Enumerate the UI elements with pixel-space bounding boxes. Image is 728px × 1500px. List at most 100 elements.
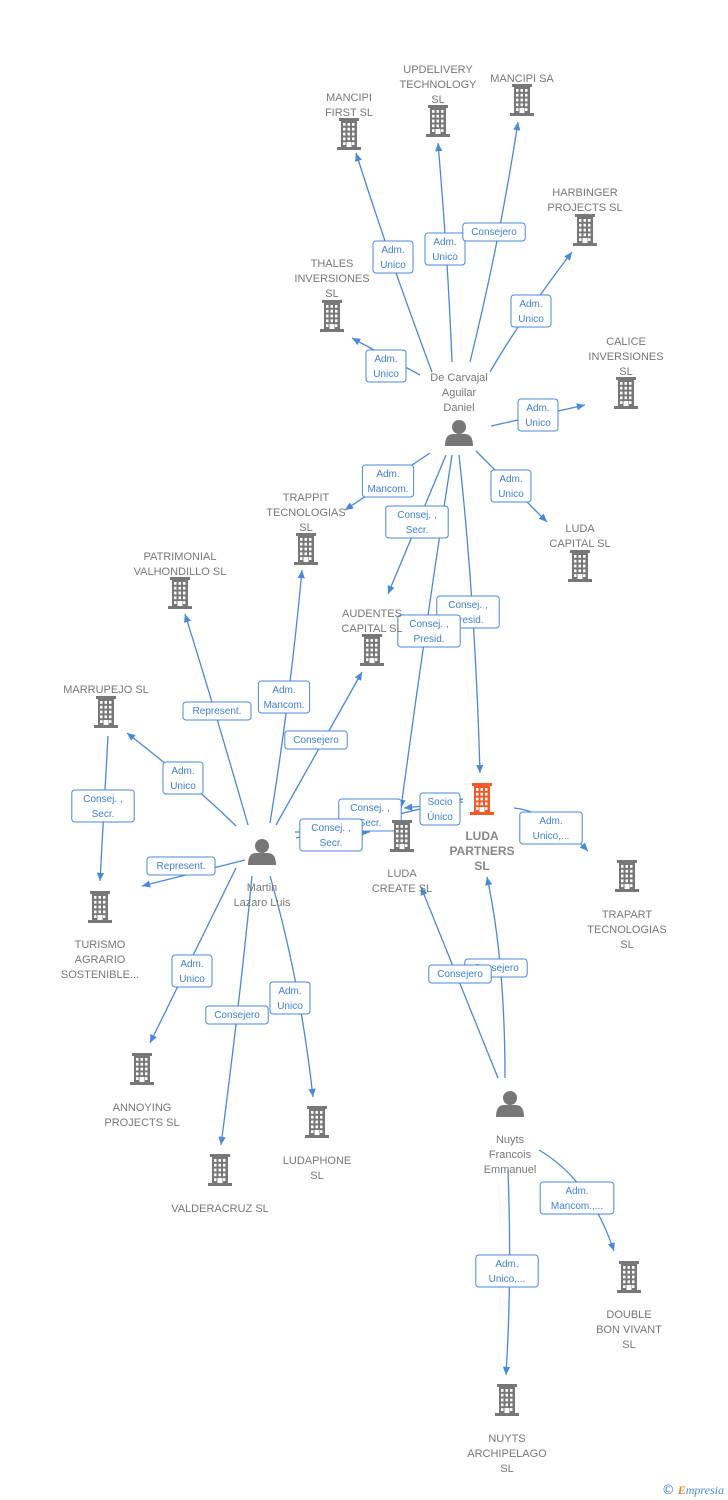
edge-label-box (517, 398, 559, 432)
edge-label-box (71, 789, 135, 823)
node-label-line: UPDELIVERY (403, 64, 473, 76)
edge-label-box (365, 349, 407, 383)
node-turismo[interactable]: TURISMOAGRARIOSOSTENIBLE... (61, 891, 139, 981)
node-label-line: MANCIPI SA (490, 73, 554, 85)
edge-label-de_carvajal-to-thales[interactable]: Adm. Unico (365, 349, 407, 383)
edge-label-marrupejo-to-turismo[interactable]: Consej. ,Secr. (71, 789, 135, 823)
node-label-line: Francois (489, 1149, 532, 1161)
edge-label-box (257, 680, 311, 714)
node-label-line: SL (299, 522, 312, 534)
node-label-line: Martin (247, 882, 278, 894)
edge-label-text: Unico (498, 489, 524, 500)
edge-label-martin-to-luda_partners[interactable]: Consej. ,Secr. (299, 818, 363, 852)
edge-label-box (475, 1254, 539, 1288)
edge-label-nuyts-to-double_bon[interactable]: Adm. Mancom.,... (539, 1181, 615, 1215)
building-icon (208, 1154, 232, 1186)
edge-label-de_carvajal-to-updelivery[interactable]: Adm.Unico (424, 232, 466, 266)
edge-label-martin-to-valderacruz[interactable]: Consejero (205, 1005, 269, 1025)
edge-label-text: Mancom.,... (551, 1201, 603, 1212)
edge-label-martin-to-patrimonial[interactable]: Represent. (182, 701, 252, 721)
edge-label-martin-to-annoying[interactable]: Adm.Unico (171, 954, 213, 988)
building-icon (360, 634, 384, 666)
building-icon (617, 1261, 641, 1293)
node-label-line: LUDA (465, 829, 499, 843)
node-marrupejo[interactable]: MARRUPEJO SL (63, 684, 149, 728)
edge-label-box (385, 505, 449, 539)
edge-label-text: Socio (427, 797, 452, 808)
edge-label-de_carvajal-to-luda_create[interactable]: Consej. ,Presid. (397, 614, 461, 648)
edge-label-text: Unico (373, 369, 399, 380)
edge-label-martin-to-turismo[interactable]: Represent. (146, 856, 216, 876)
edge-label-text: Adm. (278, 986, 301, 997)
edge-label-martin-to-trappit[interactable]: Adm.Mancom. (257, 680, 311, 714)
building-icon (426, 105, 450, 137)
node-label-line: TRAPART (602, 909, 653, 921)
edge-label-nuyts-to-nuyts_arch[interactable]: Adm.Unico,... (475, 1254, 539, 1288)
edge-label-text: Consejero (293, 735, 339, 746)
node-label-line: De Carvajal (430, 372, 487, 384)
edge-label-text: Represent. (193, 706, 242, 717)
edge-label-text: Adm. (526, 403, 549, 414)
edge-label-de_carvajal-to-calice[interactable]: Adm.Unico (517, 398, 559, 432)
edge-label-de_carvajal-to-mancipi_sa[interactable]: Consejero (462, 222, 526, 242)
edge-label-text: Adm. (376, 469, 399, 480)
node-label-line: SOSTENIBLE... (61, 969, 139, 981)
edge-label-de_carvajal-to-luda_capital[interactable]: Adm.Unico (490, 469, 532, 503)
edge-label-de_carvajal-to-harbinger[interactable]: Adm.Unico (510, 294, 552, 328)
node-valderacruz[interactable]: VALDERACRUZ SL (171, 1154, 269, 1215)
node-label-line: VALHONDILLO SL (134, 566, 227, 578)
copyright-credit[interactable]: © Empresia (662, 1483, 724, 1498)
node-label-line: LUDA (565, 523, 595, 535)
edge-label-text: Unico (380, 260, 406, 271)
node-label-line: BON VIVANT (596, 1324, 662, 1336)
node-luda-capital[interactable]: LUDA CAPITAL SL (549, 523, 611, 582)
node-label-line: VALDERACRUZ SL (171, 1203, 269, 1215)
edge-label-martin-to-audentes[interactable]: Consejero (284, 730, 348, 750)
edge-label-martin-to-marrupejo[interactable]: Adm.Unico (162, 761, 204, 795)
building-icon (168, 577, 192, 609)
node-label-line: DOUBLE (606, 1309, 651, 1321)
edge-label-text: Adm. (565, 1186, 588, 1197)
node-label-line: PROJECTS SL (104, 1117, 179, 1129)
node-label-line: Emmanuel (484, 1164, 537, 1176)
edge-label-de_carvajal-to-trappit[interactable]: Adm.Mancom. (361, 464, 415, 498)
node-mancipi-sa[interactable]: MANCIPI SA (490, 73, 554, 116)
node-label-line: LUDA (387, 868, 417, 880)
edge-label-luda_partners-to-trapart[interactable]: Adm.Unico,... (519, 811, 583, 845)
person-icon (496, 1091, 524, 1117)
edge-label-nuyts-to-luda_create[interactable]: Consejero (428, 964, 492, 984)
node-label-line: AGRARIO (75, 954, 126, 966)
edge-label-text: Represent. (157, 861, 206, 872)
node-label-line: MARRUPEJO SL (63, 684, 149, 696)
edge-label-de_carvajal-to-mancipi_first[interactable]: Adm.Unico (372, 240, 414, 274)
building-icon (615, 860, 639, 892)
edge-label-martin-to-ludaphone[interactable]: Adm.Unico (269, 981, 311, 1015)
node-label-line: Nuyts (496, 1134, 525, 1146)
node-label-line: CAPITAL SL (549, 538, 610, 550)
edge-label-text: Adm. (374, 354, 397, 365)
edge-label-text: Consej. , (397, 510, 436, 521)
edge-label-de_carvajal-to-audentes[interactable]: Consej. ,Secr. (385, 505, 449, 539)
node-label-line: MANCIPI (326, 92, 372, 104)
building-icon (94, 696, 118, 728)
